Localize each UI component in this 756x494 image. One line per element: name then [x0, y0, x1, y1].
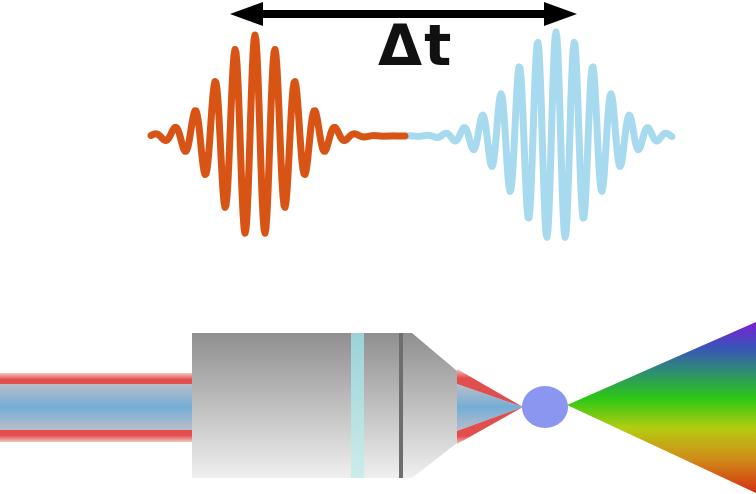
delay-arrow-left-head — [230, 2, 263, 26]
input-beam-core — [0, 384, 198, 430]
microscope-objective — [192, 333, 457, 478]
pump-pulse-waveform — [147, 31, 409, 237]
objective-nose-cone — [403, 333, 457, 478]
objective-cyan-stripe — [351, 333, 364, 478]
focused-beam-red-bottom — [457, 407, 523, 444]
input-beam — [0, 373, 198, 442]
probe-pulse-waveform — [401, 28, 676, 241]
input-beam-red-bottom — [0, 430, 198, 442]
sample-sphere — [522, 386, 568, 428]
input-beam-red-top — [0, 373, 198, 385]
delay-label: Δt — [378, 13, 454, 79]
delay-arrow-right-head — [544, 2, 577, 26]
objective-body — [192, 333, 399, 478]
focused-beam-red-top — [457, 369, 523, 407]
objective-divider-line — [399, 333, 403, 478]
focused-beam-core — [457, 384, 523, 431]
delay-arrow — [230, 2, 577, 26]
supercontinuum-cone — [567, 322, 756, 493]
focused-beam — [457, 369, 523, 444]
